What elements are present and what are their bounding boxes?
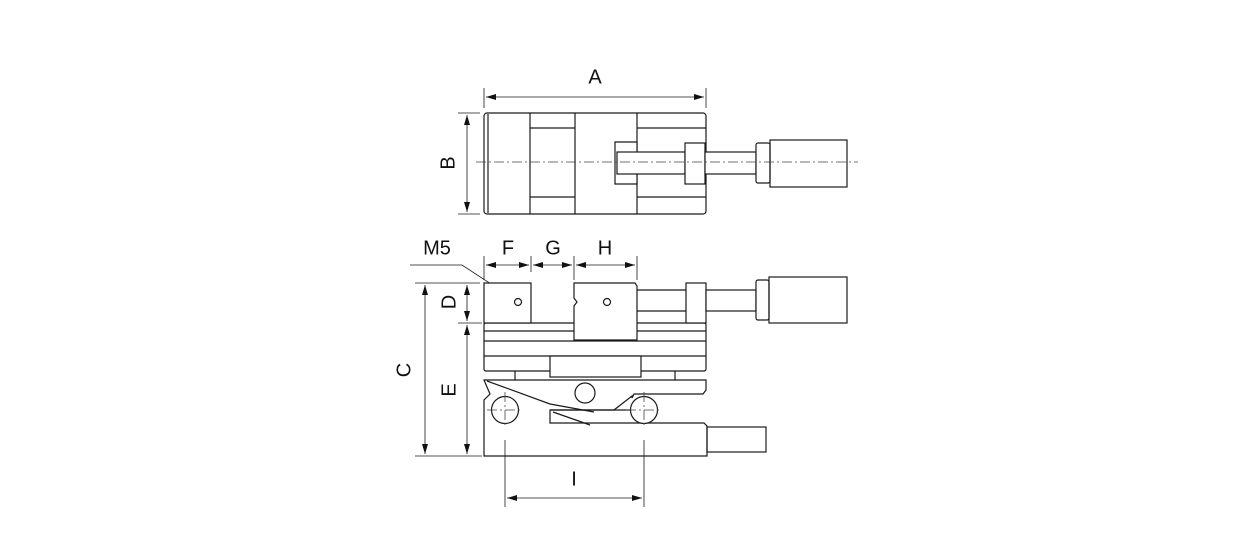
- m5-hole: [513, 297, 523, 307]
- dimension-e-label: E: [438, 383, 460, 396]
- dimension-a-label: A: [588, 66, 602, 88]
- side-view: F G H M5 C D E: [393, 237, 848, 507]
- dimension-b-label: B: [437, 156, 459, 169]
- screw-collar: [684, 142, 706, 185]
- dimension-c-label: C: [393, 363, 415, 377]
- knurled-adjuster[interactable]: [706, 426, 767, 453]
- knurled-knob-top[interactable]: [769, 139, 848, 188]
- dimension-d-label: D: [438, 295, 460, 309]
- dimension-i-label: I: [571, 468, 577, 490]
- pivot-pin: [574, 382, 596, 404]
- lead-screw: [616, 151, 686, 175]
- knurled-knob-side[interactable]: [768, 276, 848, 324]
- knob-cap: [755, 142, 771, 184]
- thread-m5-label: M5: [423, 237, 451, 259]
- moving-jaw: [573, 282, 638, 341]
- dimension-g-label: G: [545, 237, 561, 259]
- fixed-jaw: [483, 282, 532, 324]
- dimension-h-label: H: [598, 237, 612, 259]
- dimension-f-label: F: [502, 237, 514, 259]
- sine-base: [483, 379, 708, 457]
- top-view: A B: [437, 66, 858, 215]
